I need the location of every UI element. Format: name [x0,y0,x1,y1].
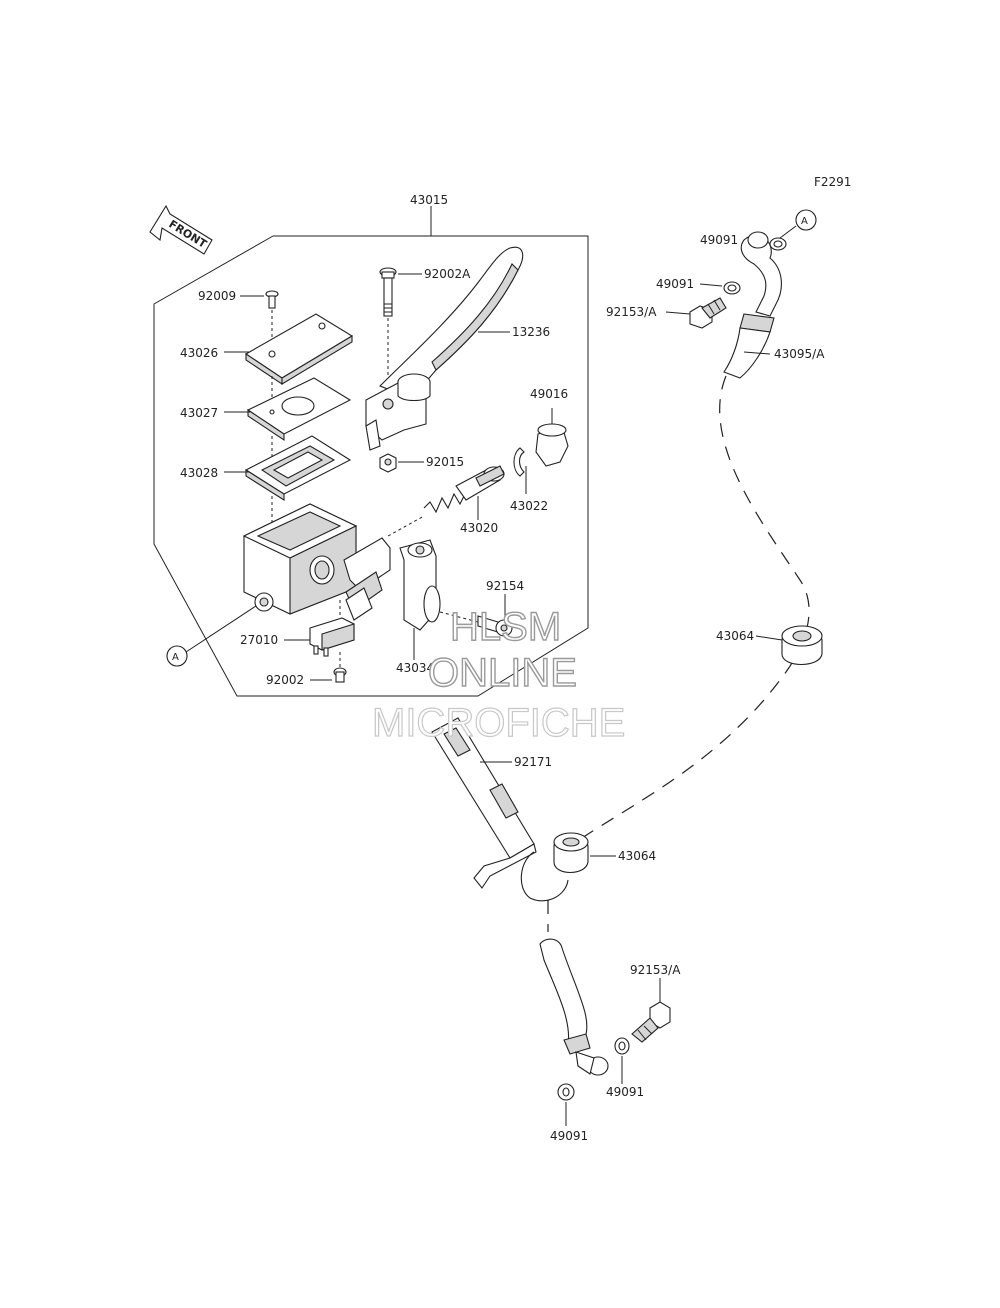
pivot-bolt-92002a-icon [379,267,397,317]
washer-49091-lower-right-icon [614,1037,630,1055]
banjo-bolt-upper-icon [689,297,727,329]
label-92002a: 92002A [424,267,471,281]
screw-92002-icon [333,667,347,683]
grommet-43064-lower-icon [553,832,589,874]
label-49091-a: 49091 [700,233,738,247]
diaphragm-plate-icon [246,377,352,442]
label-92015: 92015 [426,455,464,469]
reference-marker-a-left: A [166,645,188,667]
screw-92154-icon [477,615,513,637]
banjo-hose-upper-icon [723,231,782,379]
label-43015: 43015 [410,193,448,207]
diagram-code: F2291 [814,175,851,189]
label-92171: 92171 [514,755,552,769]
washer-49091-mid-icon [723,281,741,295]
label-43022: 43022 [510,499,548,513]
label-92153a-upper: 92153/A [606,305,657,319]
svg-text:MICROFICHE: MICROFICHE [372,701,625,745]
brake-hose-line [581,375,810,839]
front-arrow-icon: FRONT [149,204,213,255]
banjo-hose-lower-icon [539,938,609,1076]
hose-bracket-92171-icon [431,717,569,902]
dust-boot-49016-icon [535,423,569,467]
nut-92015-icon [379,453,397,473]
label-43020: 43020 [460,521,498,535]
label-43034: 43034 [396,661,434,675]
reservoir-cap-icon [244,313,354,386]
master-cylinder-body-icon [242,503,441,631]
diaphragm-icon [244,435,352,501]
label-92153a-lower: 92153/A [630,963,681,977]
banjo-bolt-lower-icon [631,1001,671,1043]
label-43095a: 43095/A [774,347,825,361]
brake-switch-27010-icon [309,617,355,657]
svg-text:A: A [801,216,808,227]
circlip-43022-icon [513,447,525,477]
label-13236: 13236 [512,325,550,339]
brake-lever-icon [365,246,524,451]
assembly-outline [153,235,589,697]
label-92009: 92009 [198,289,236,303]
watermark: HLSM ONLINE MICROFICHE [371,604,626,745]
label-49016: 49016 [530,387,568,401]
label-27010: 27010 [240,633,278,647]
grommet-43064-upper-icon [781,625,823,665]
svg-text:HLSM: HLSM [450,605,561,649]
label-92002: 92002 [266,673,304,687]
washer-49091-upper-icon [769,237,787,251]
label-43028: 43028 [180,466,218,480]
washer-49091-lower-left-icon [557,1083,575,1101]
label-92154: 92154 [486,579,524,593]
label-49091-b: 49091 [656,277,694,291]
label-43026: 43026 [180,346,218,360]
reference-marker-a-right: A [795,209,817,231]
label-43027: 43027 [180,406,218,420]
screw-92009-icon [265,290,279,309]
label-43064-lower: 43064 [618,849,656,863]
label-49091-d: 49091 [550,1129,588,1143]
svg-text:ONLINE: ONLINE [428,651,577,695]
label-49091-c: 49091 [606,1085,644,1099]
piston-spring-43020-icon [423,465,505,514]
svg-text:A: A [172,652,179,663]
label-43064-upper: 43064 [716,629,754,643]
